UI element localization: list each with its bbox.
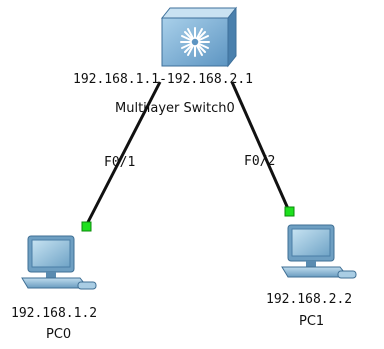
port-label-f0-2: F0/2	[244, 154, 276, 169]
pc0-name-label: PC0	[46, 327, 72, 342]
link-light-pc0	[81, 221, 92, 232]
cable-switch-pc1[interactable]	[230, 81, 291, 212]
switch-ip-label: 192.168.1.1-192.168.2.1	[73, 72, 254, 87]
link-light-pc1	[284, 206, 295, 217]
switch-name-label: Multilayer Switch0	[115, 101, 235, 116]
pc0-icon[interactable]	[21, 235, 97, 290]
cable-switch-pc0[interactable]	[84, 81, 162, 227]
pc1-icon[interactable]	[281, 224, 357, 279]
pc0-ip-label: 192.168.1.2	[11, 306, 98, 321]
port-label-f0-1: F0/1	[104, 155, 136, 170]
pc1-name-label: PC1	[299, 314, 325, 329]
multilayer-switch-icon[interactable]	[160, 6, 238, 68]
pc1-ip-label: 192.168.2.2	[266, 292, 353, 307]
